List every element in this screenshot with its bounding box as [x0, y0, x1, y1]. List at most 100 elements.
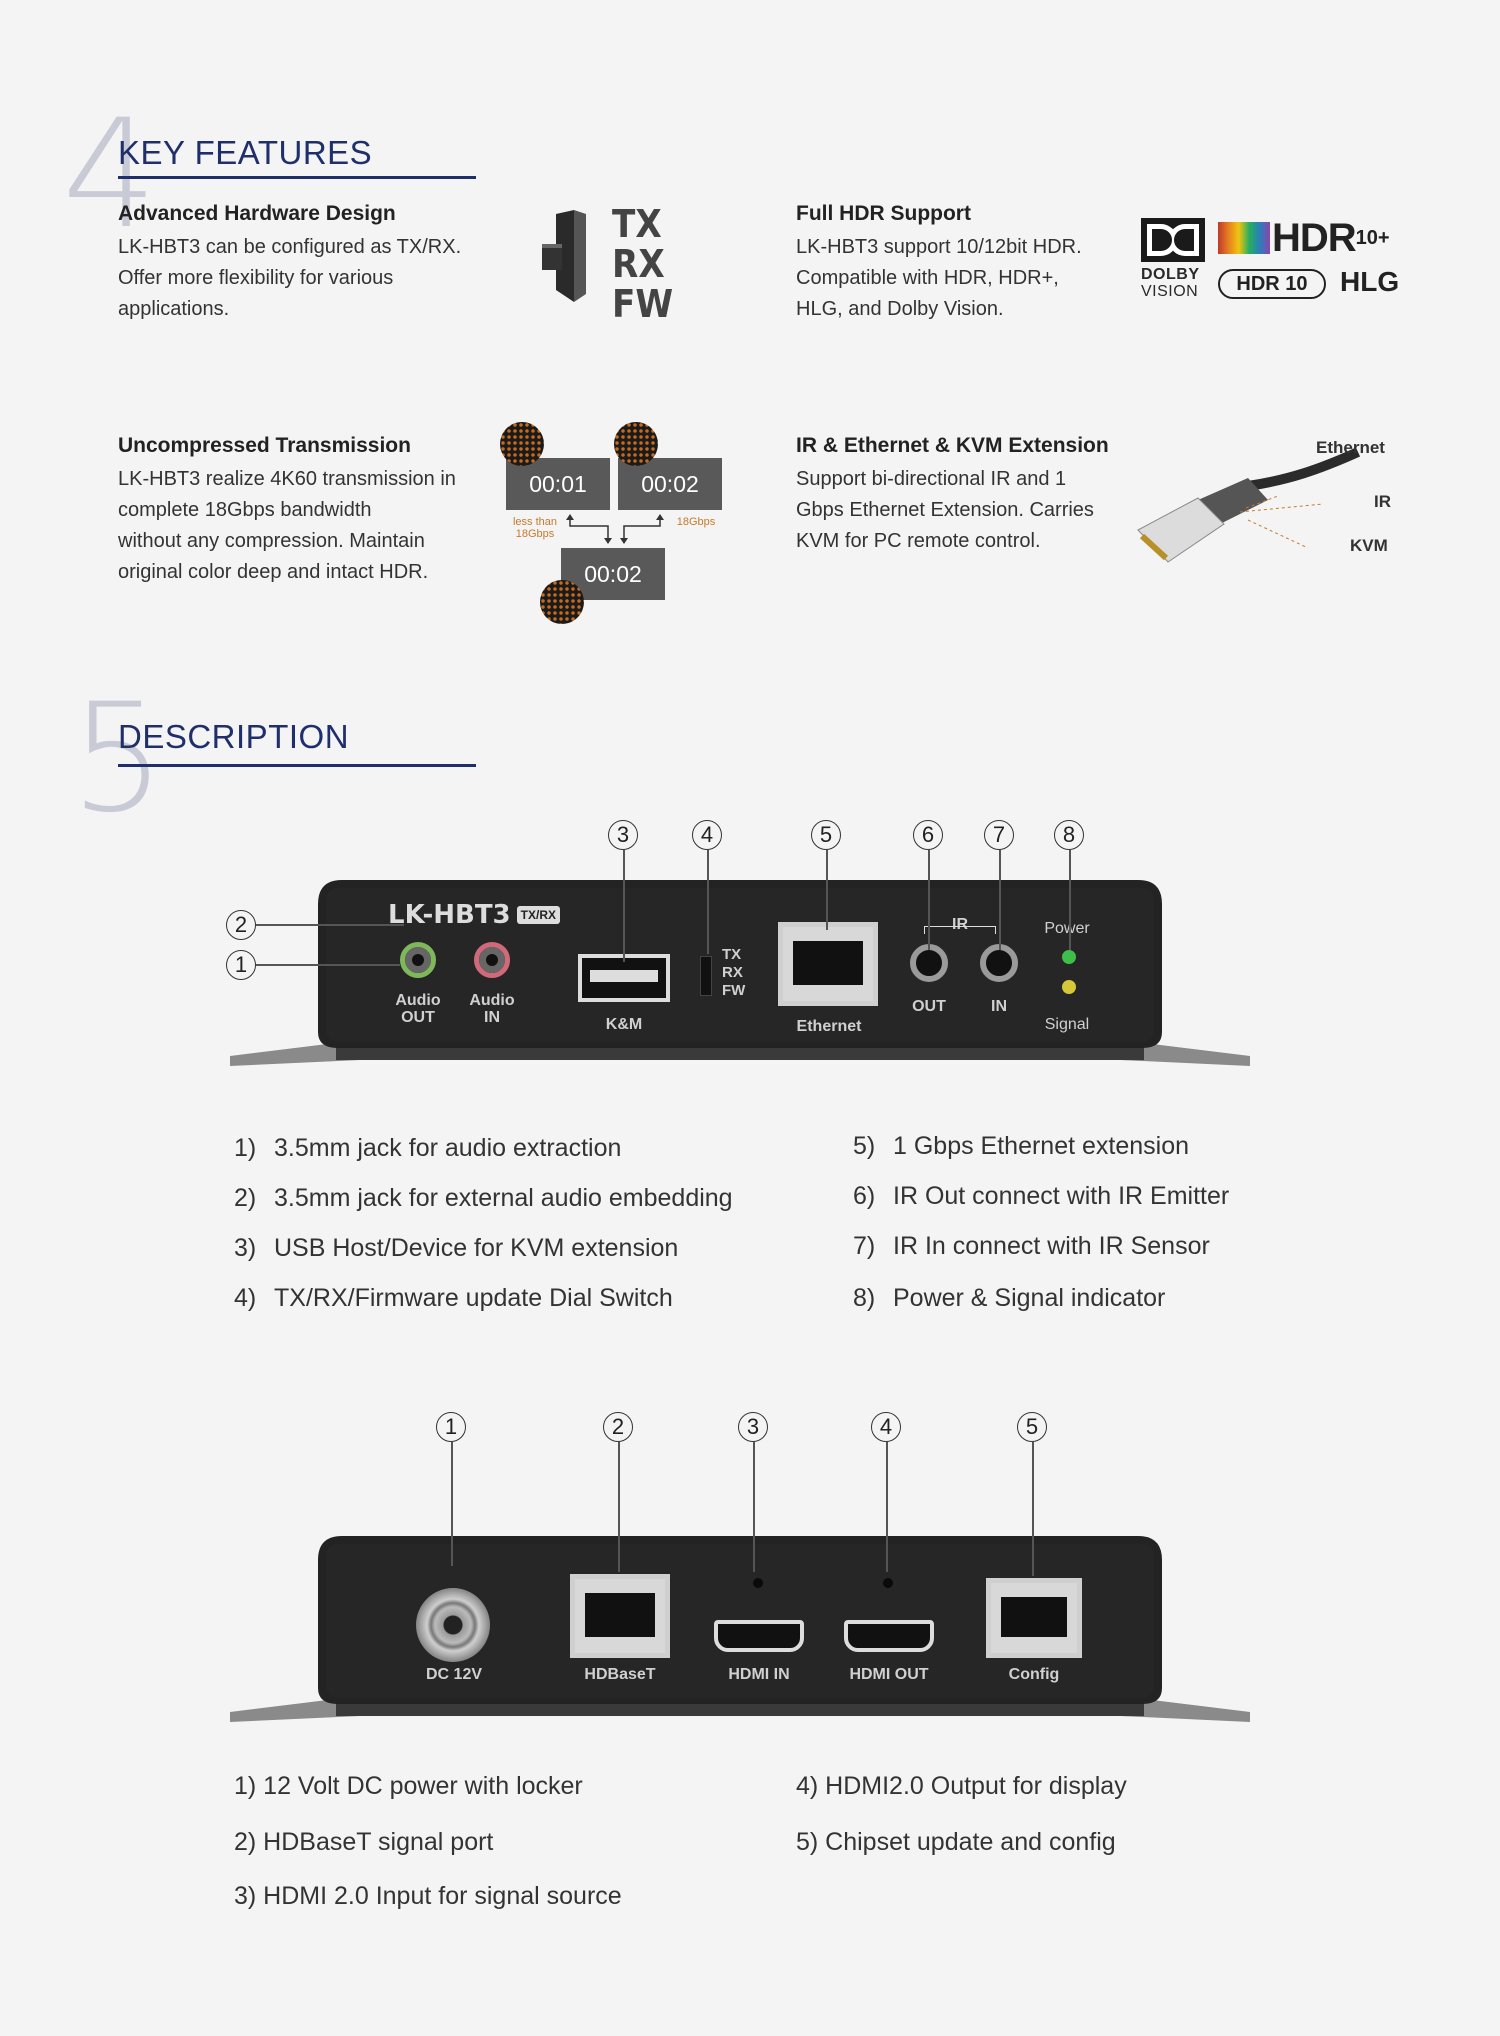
callout-line: [1069, 850, 1071, 950]
hdmi-out-port[interactable]: [844, 1620, 934, 1652]
callout-line: [623, 850, 625, 962]
feature-hdr: Full HDR Support LK-HBT3 support 10/12bi…: [796, 202, 1136, 325]
front-item: 8) Power & Signal indicator: [853, 1284, 1165, 1313]
usb-port[interactable]: [578, 954, 670, 1002]
callout-6: 6: [913, 820, 943, 850]
rear-item: 5) Chipset update and config: [796, 1828, 1116, 1856]
rear-callout-3: 3: [738, 1412, 768, 1442]
callout-line: [1032, 1442, 1034, 1576]
hdmi-in-label: HDMI IN: [728, 1666, 790, 1683]
rear-callout-4: 4: [871, 1412, 901, 1442]
switch-fw: FW: [722, 982, 746, 999]
callout-line: [256, 964, 400, 966]
feature-line: Support bi-directional IR and 1: [796, 468, 1067, 490]
callout-8: 8: [1054, 820, 1084, 850]
audio-out-label: Audio OUT: [390, 992, 446, 1026]
audio-in-label: Audio IN: [464, 992, 520, 1026]
cable-label-ethernet: Ethernet: [1316, 438, 1385, 457]
hdr-rainbow-icon: [1218, 222, 1270, 254]
audio-out-label-2: OUT: [401, 1009, 435, 1026]
feature-line: Compatible with HDR, HDR+,: [796, 267, 1059, 289]
hdr10plus-logo: HDR 10+: [1218, 215, 1390, 260]
flow-arrows-icon: [566, 514, 664, 544]
note-less-than-2: 18Gbps: [515, 528, 555, 540]
feature-ir-title: IR & Ethernet & KVM Extension: [796, 434, 1109, 457]
switch-rx-label: RX: [612, 242, 665, 286]
hdmi-in-port[interactable]: [714, 1620, 804, 1652]
front-item: 7) IR In connect with IR Sensor: [853, 1232, 1210, 1261]
switch-fw-label: FW: [612, 282, 674, 326]
rear-item: 2) HDBaseT signal port: [234, 1828, 494, 1856]
cable-label-ir: IR: [1374, 492, 1391, 511]
led-matrix-icon: [500, 422, 544, 466]
dolby-logo-icon: [1141, 218, 1205, 262]
item-text: 3.5mm jack for audio extraction: [274, 1134, 622, 1162]
audio-in-jack[interactable]: [474, 942, 510, 978]
item-text: 3.5mm jack for external audio embedding: [274, 1184, 733, 1212]
cable-label-kvm: KVM: [1350, 536, 1388, 555]
feature-line: KVM for PC remote control.: [796, 530, 1041, 552]
time-box-3: 00:02: [561, 548, 665, 600]
led-matrix-icon: [540, 580, 584, 624]
callout-4: 4: [692, 820, 722, 850]
description-title: DESCRIPTION: [118, 718, 350, 755]
time-box-1: 00:01: [506, 458, 610, 510]
switch-labels: TX RX FW: [612, 204, 673, 324]
callout-line: [256, 924, 404, 926]
rj45-cable-icon: [1137, 447, 1361, 563]
callout-line: [999, 850, 1001, 950]
ethernet-socket: [793, 941, 863, 985]
feature-uncompressed: Uncompressed Transmission LK-HBT3 realiz…: [118, 434, 498, 588]
led-matrix-icon: [614, 422, 658, 466]
callout-line: [618, 1442, 620, 1572]
km-label: K&M: [605, 1016, 643, 1033]
item-text: IR Out connect with IR Emitter: [893, 1182, 1230, 1210]
hdbaset-label: HDBaseT: [584, 1666, 656, 1683]
item-num: 4): [234, 1284, 257, 1312]
item-text: Power & Signal indicator: [893, 1284, 1166, 1312]
callout-line: [707, 850, 709, 954]
hdbaset-port[interactable]: [570, 1574, 670, 1658]
signal-label: Signal: [1044, 1016, 1090, 1033]
hdr-word: HDR: [1272, 215, 1357, 260]
rear-item: 1) 12 Volt DC power with locker: [234, 1772, 583, 1800]
note-less-than: less than 18Gbps: [508, 516, 562, 540]
power-led: [1062, 950, 1076, 964]
dolby-word: DOLBY: [1141, 266, 1200, 283]
hdbaset-socket: [585, 1593, 655, 1637]
config-port[interactable]: [986, 1578, 1082, 1658]
ir-in-label: IN: [991, 998, 1007, 1015]
feature-line: applications.: [118, 298, 230, 320]
item-num: 2): [234, 1184, 257, 1212]
dc-power-jack[interactable]: [416, 1588, 490, 1662]
dial-switch[interactable]: [700, 956, 712, 996]
callout-line: [928, 850, 930, 950]
note-18gbps: 18Gbps: [676, 516, 716, 528]
dolby-text: DOLBY VISION: [1141, 266, 1211, 300]
switch-tx-label: TX: [612, 202, 662, 246]
key-features-title: KEY FEATURES: [118, 134, 373, 171]
model-name: LK-HBT3: [388, 900, 511, 930]
hdmi-in-led: [753, 1578, 763, 1588]
item-num: 8): [853, 1284, 876, 1312]
key-features-rule: [118, 176, 476, 179]
item-num: 5): [853, 1132, 876, 1160]
switch-tx: TX: [722, 946, 742, 963]
callout-line: [753, 1442, 755, 1572]
signal-led: [1062, 980, 1076, 994]
item-text: IR In connect with IR Sensor: [893, 1232, 1210, 1260]
description-rule: [118, 764, 476, 767]
item-text: 1 Gbps Ethernet extension: [893, 1132, 1190, 1160]
item-num: 7): [853, 1232, 876, 1260]
front-item: 6)IR Out connect with IR Emitter: [853, 1182, 1229, 1211]
ethernet-port[interactable]: [778, 922, 878, 1006]
rear-item: 4) HDMI2.0 Output for display: [796, 1772, 1127, 1800]
item-num: 1): [234, 1134, 257, 1162]
feature-line: original color deep and intact HDR.: [118, 561, 429, 583]
audio-in-label-1: Audio: [469, 992, 515, 1009]
dial-switch-icon: [542, 210, 586, 302]
callout-3: 3: [608, 820, 638, 850]
rear-callout-2: 2: [603, 1412, 633, 1442]
config-socket: [1001, 1597, 1067, 1637]
audio-out-jack[interactable]: [400, 942, 436, 978]
